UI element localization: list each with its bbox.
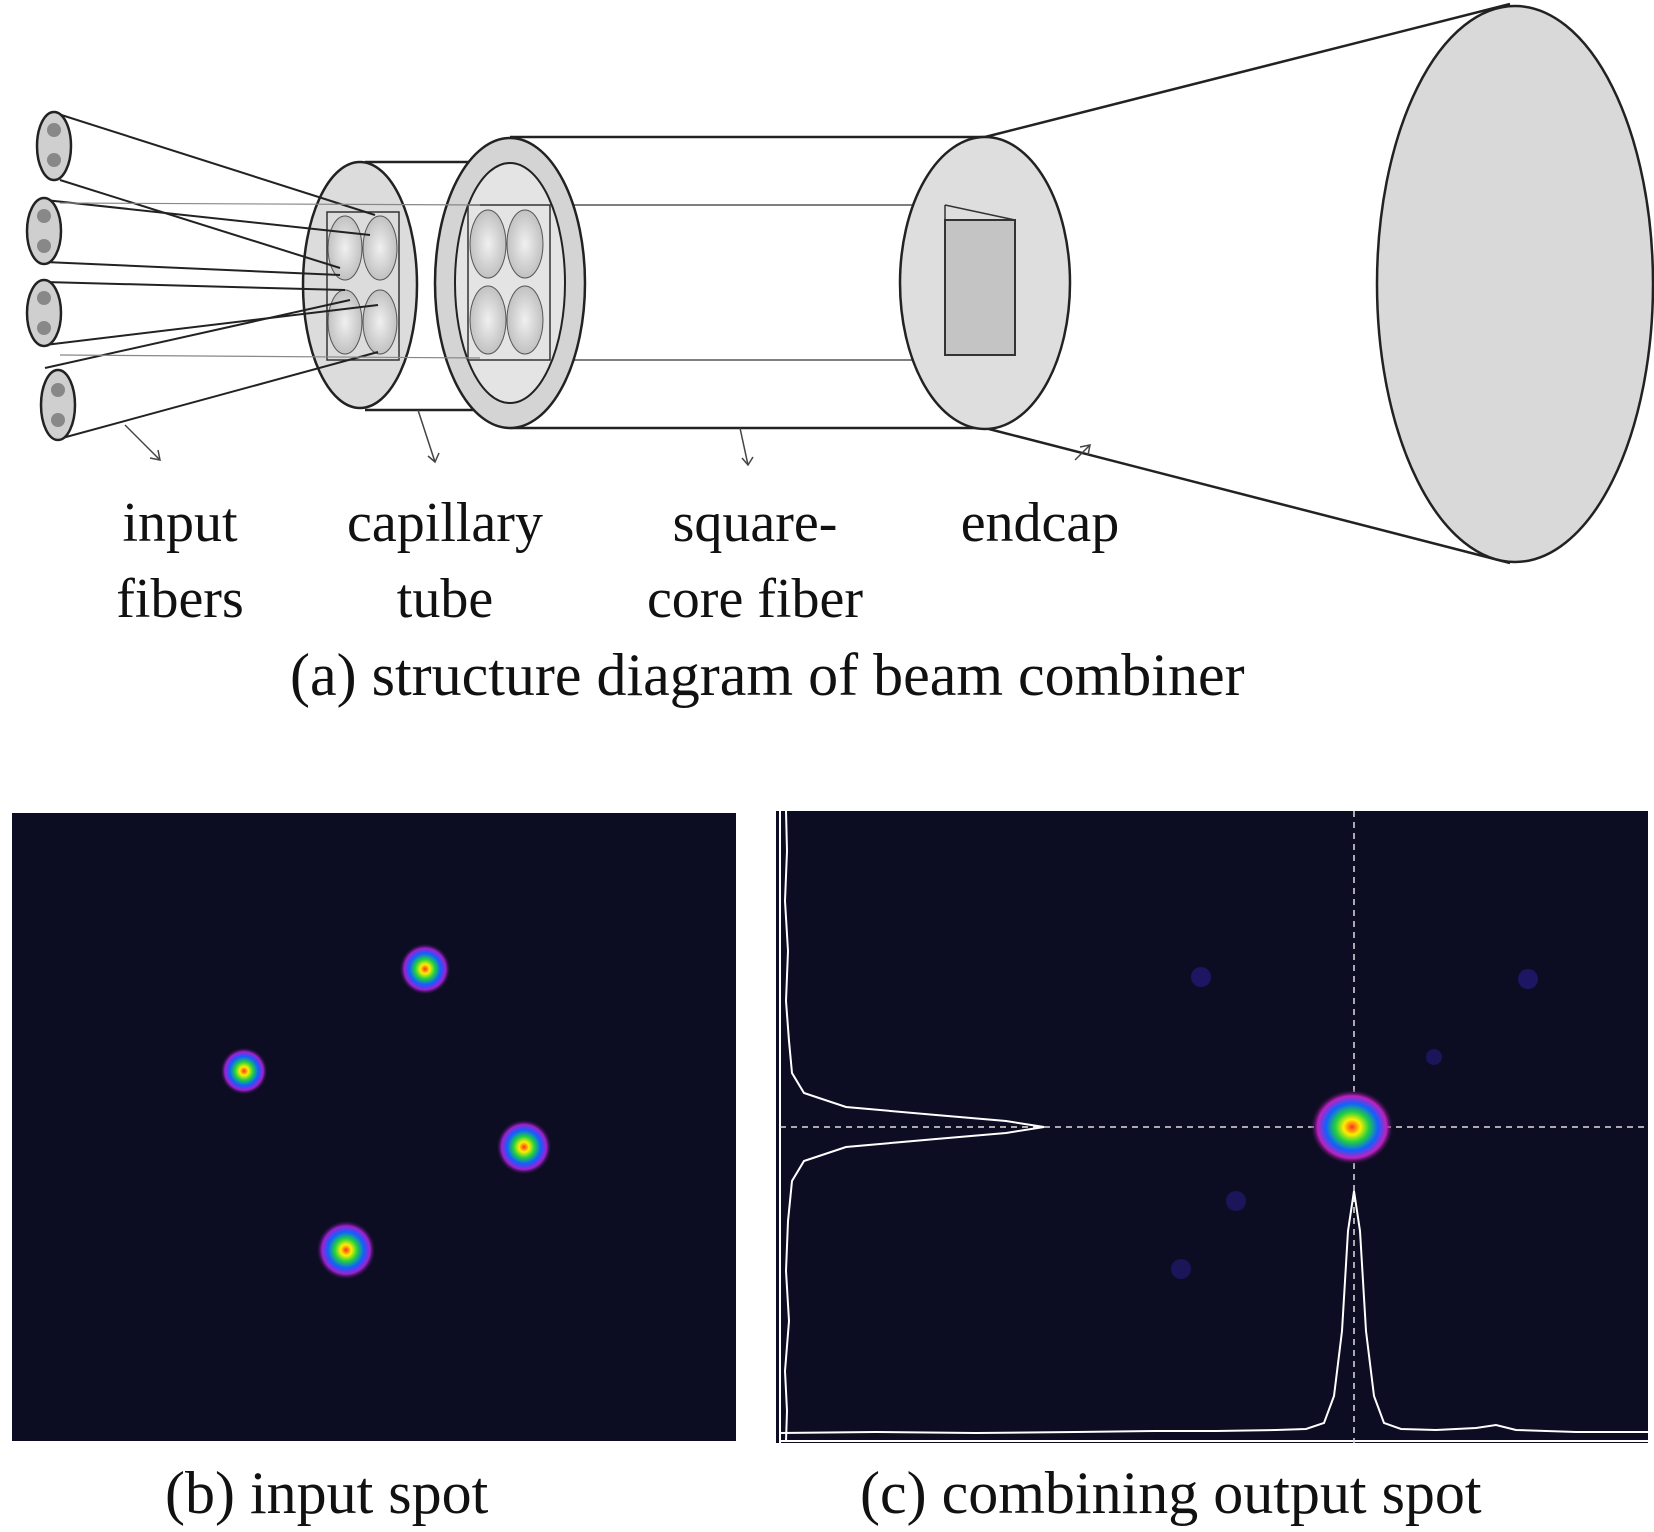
square-core-fiber-body [480, 135, 985, 430]
input-fibers [25, 110, 481, 442]
endcap-cone [984, 2, 1654, 565]
capillary-tube [301, 160, 500, 412]
label-square-core-fiber: square- core fiber [646, 492, 864, 630]
output-spot [1310, 1089, 1394, 1165]
horizontal-intensity-profile [779, 1190, 1648, 1435]
beam-combiner-diagram [25, 2, 1654, 565]
endcap-output-face [1375, 4, 1654, 564]
input-fiber-end [35, 110, 73, 182]
input-fiber-end [39, 368, 77, 442]
label-endcap: endcap [960, 492, 1120, 554]
input-spot [316, 1220, 376, 1280]
input-fiber-end [25, 278, 63, 348]
caption-c: (c) combining output spot [860, 1460, 1482, 1526]
endcap [898, 135, 1072, 431]
input-fiber-end [25, 196, 63, 266]
label-pointers [124, 409, 1091, 467]
input-spot [496, 1119, 552, 1175]
caption-b: (b) input spot [165, 1460, 489, 1526]
label-input-fibers: input fibers [116, 492, 244, 630]
vertical-intensity-profile [783, 811, 1045, 1442]
caption-a: (a) structure diagram of beam combiner [290, 642, 1245, 708]
panel-b-input-spot-image [12, 813, 736, 1441]
panel-c-output-spot-image [776, 811, 1648, 1443]
input-spot [220, 1047, 268, 1095]
input-spot [399, 943, 451, 995]
square-core-fiber-face [433, 136, 587, 430]
label-capillary-tube: capillary tube [347, 492, 543, 630]
